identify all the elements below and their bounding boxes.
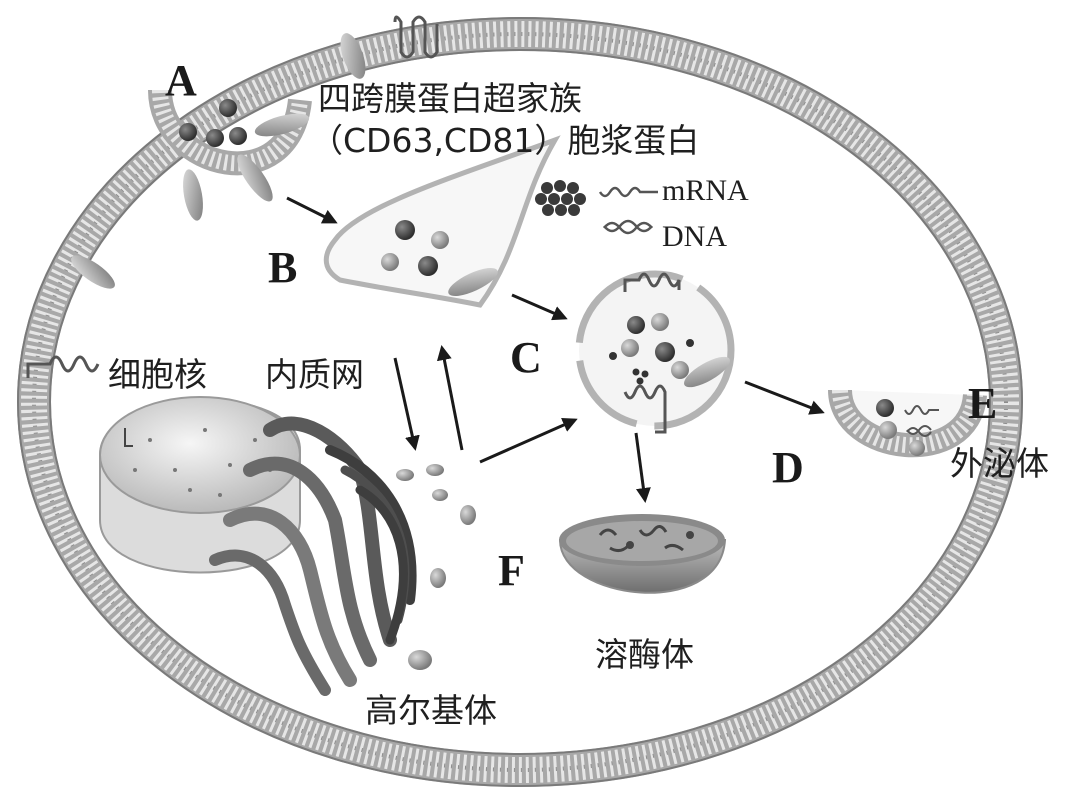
multivesicular-body-c <box>575 270 735 434</box>
nucleus <box>99 396 301 574</box>
arrow-golgi-to-er <box>436 345 464 451</box>
mrna-icon <box>598 186 658 198</box>
label-f: F <box>498 546 525 595</box>
label-e: E <box>968 379 997 428</box>
endocytosis-pit-a <box>148 89 312 221</box>
arrow-er-to-golgi <box>393 357 420 451</box>
label-tetraspanin-line2: （CD63,CD81）胞浆蛋白 <box>310 121 699 160</box>
lysosome-f <box>558 514 727 594</box>
label-c: C <box>510 333 542 382</box>
membrane-protein-top <box>340 15 439 79</box>
label-er: 内质网 <box>265 355 364 394</box>
label-golgi: 高尔基体 <box>365 691 497 730</box>
label-exosome: 外泌体 <box>950 444 1049 483</box>
cytoplasmic-protein-cluster <box>535 180 586 216</box>
arrow-c-to-f <box>634 432 651 503</box>
arrow-c-to-d <box>744 380 825 415</box>
membrane-protein-left <box>26 255 115 378</box>
label-mrna: mRNA <box>662 174 749 207</box>
label-dna: DNA <box>662 220 727 253</box>
arrow-b-to-c <box>511 293 568 321</box>
label-b: B <box>268 243 297 292</box>
label-tetraspanin-line1: 四跨膜蛋白超家族 <box>318 79 582 118</box>
dna-icon <box>603 219 653 235</box>
golgi-apparatus <box>325 445 476 670</box>
early-endosome-b <box>323 135 561 308</box>
exosome-release-e <box>828 388 987 458</box>
label-d: D <box>772 443 804 492</box>
label-lysosome: 溶酶体 <box>595 635 694 674</box>
arrow-golgi-to-c <box>479 417 578 464</box>
label-a: A <box>165 56 197 105</box>
arrow-a-to-b <box>286 196 338 224</box>
label-nucleus: 细胞核 <box>108 355 207 394</box>
cell-membrane <box>17 17 1023 787</box>
